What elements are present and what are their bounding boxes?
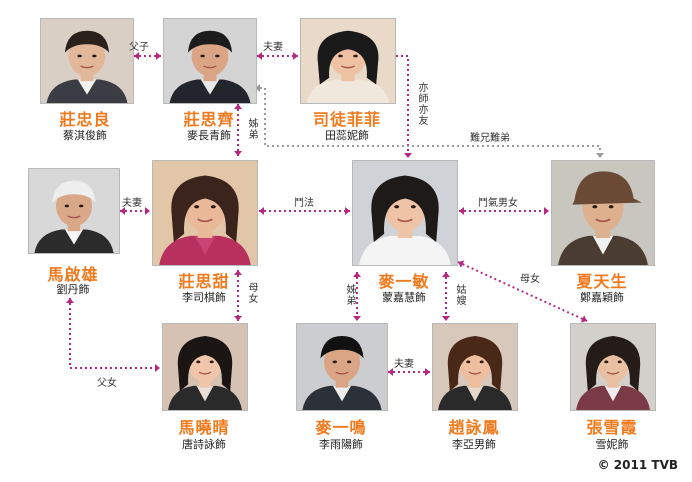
relation-label: 母女 bbox=[520, 274, 540, 285]
portrait-p4 bbox=[28, 168, 120, 254]
arrow-head bbox=[425, 368, 430, 376]
character-name: 馬啟雄 bbox=[47, 265, 99, 284]
arrow-head bbox=[145, 207, 150, 215]
relation-label: 鬥氣男女 bbox=[478, 198, 518, 209]
relation-line-r13 bbox=[69, 298, 160, 369]
character-name: 莊思齊 bbox=[183, 110, 235, 129]
arrow-head bbox=[255, 84, 260, 92]
character-name: 張雪霞 bbox=[586, 418, 638, 437]
arrow-head bbox=[345, 207, 350, 215]
relation-label: 父女 bbox=[97, 378, 117, 389]
arrow-head bbox=[234, 316, 242, 321]
arrow-head bbox=[442, 316, 450, 321]
arrow-head bbox=[234, 270, 242, 275]
relation-label: 母女 bbox=[246, 282, 257, 304]
character-name: 莊忠良 bbox=[59, 110, 111, 129]
portrait-p2 bbox=[163, 18, 257, 104]
arrow-head bbox=[404, 153, 412, 158]
relation-label: 夫妻 bbox=[263, 42, 283, 53]
portrait-p3 bbox=[300, 18, 396, 104]
portrait-p6 bbox=[352, 160, 458, 266]
arrow-head bbox=[442, 272, 450, 277]
actor-credit: 鄭嘉穎飾 bbox=[580, 291, 624, 304]
arrow-head bbox=[580, 315, 587, 323]
portrait-p1 bbox=[40, 18, 134, 104]
relation-line-r10 bbox=[457, 261, 588, 322]
actor-credit: 雪妮飾 bbox=[595, 438, 629, 451]
arrow-head bbox=[293, 52, 298, 60]
arrow-head bbox=[155, 364, 160, 372]
arrow-head bbox=[353, 272, 361, 277]
arrow-head bbox=[66, 298, 74, 303]
relation-label: 父子 bbox=[129, 42, 149, 53]
relation-label: 姊弟 bbox=[246, 118, 257, 140]
actor-credit: 李亞男飾 bbox=[452, 438, 496, 451]
portrait-p7 bbox=[551, 160, 655, 266]
arrow-head bbox=[234, 104, 242, 109]
arrow-head bbox=[156, 52, 161, 60]
actor-credit: 田蕊妮飾 bbox=[325, 129, 369, 142]
arrow-head bbox=[544, 207, 549, 215]
portrait-p9 bbox=[296, 323, 388, 411]
arrow-head bbox=[120, 207, 125, 215]
actor-credit: 李雨陽飾 bbox=[319, 438, 363, 451]
arrow-head bbox=[134, 52, 139, 60]
portrait-p11 bbox=[570, 323, 656, 411]
arrow-head bbox=[353, 316, 361, 321]
character-name: 趙詠鳳 bbox=[448, 418, 500, 437]
arrow-head bbox=[596, 153, 604, 158]
actor-credit: 李司棋飾 bbox=[182, 291, 226, 304]
character-name: 司徒菲菲 bbox=[312, 110, 382, 129]
character-name: 麥一敏 bbox=[378, 272, 430, 291]
character-name: 麥一鳴 bbox=[315, 418, 367, 437]
actor-credit: 麥長青飾 bbox=[187, 129, 231, 142]
actor-credit: 蔡淇俊飾 bbox=[63, 129, 107, 142]
relation-label: 亦師亦友 bbox=[416, 82, 427, 126]
arrow-head bbox=[259, 207, 264, 215]
relation-label: 鬥法 bbox=[294, 198, 314, 209]
actor-credit: 劉丹飾 bbox=[56, 283, 90, 296]
relation-label: 夫妻 bbox=[122, 198, 142, 209]
relation-label: 夫妻 bbox=[394, 359, 414, 370]
actor-credit: 唐詩詠飾 bbox=[182, 438, 226, 451]
relation-line-r5 bbox=[255, 87, 601, 158]
character-name: 馬曉晴 bbox=[178, 418, 230, 437]
copyright-text: © 2011 TVB bbox=[597, 458, 678, 472]
portrait-p5 bbox=[152, 160, 258, 266]
arrow-head bbox=[458, 260, 465, 268]
character-name: 莊思甜 bbox=[178, 272, 230, 291]
portrait-p8 bbox=[162, 323, 248, 411]
arrow-head bbox=[257, 52, 262, 60]
arrow-head bbox=[234, 151, 242, 156]
relation-label: 難兄難弟 bbox=[470, 133, 510, 144]
arrow-head bbox=[459, 207, 464, 215]
relation-line-r3 bbox=[396, 55, 409, 158]
character-name: 夏天生 bbox=[576, 272, 628, 291]
portrait-p10 bbox=[432, 323, 518, 411]
arrow-head bbox=[388, 368, 393, 376]
actor-credit: 蒙嘉慧飾 bbox=[382, 291, 426, 304]
relation-label: 姑嫂 bbox=[454, 284, 465, 306]
relation-label: 姊弟 bbox=[344, 284, 355, 306]
